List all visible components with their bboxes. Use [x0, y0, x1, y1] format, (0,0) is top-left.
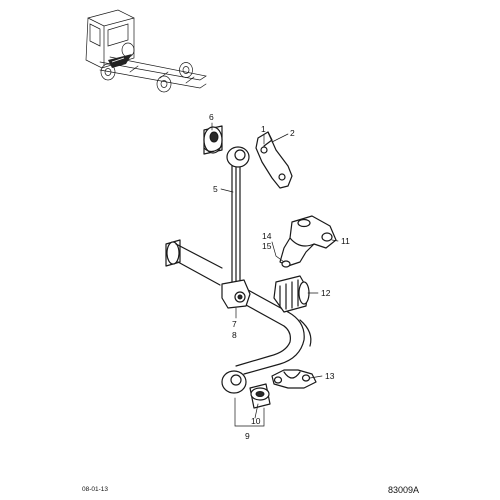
truck-locator-thumbnail	[85, 9, 207, 93]
bush-10	[249, 383, 271, 409]
callout-5: 5	[213, 184, 218, 194]
bush-6	[203, 125, 223, 155]
callout-6: 6	[209, 112, 214, 122]
callout-10: 10	[251, 416, 261, 426]
callout-11: 11	[341, 236, 350, 246]
callout-7: 7	[232, 319, 237, 329]
callout-labels: 6 1 2 5 14 15 11 12 7 8 13 10 9	[209, 112, 350, 441]
callout-8: 8	[232, 330, 237, 340]
callout-12: 12	[321, 288, 331, 298]
callout-2: 2	[290, 128, 295, 138]
clamp-bracket-11	[279, 215, 337, 268]
callout-9: 9	[245, 431, 250, 441]
clamp-13	[271, 369, 317, 389]
callout-15: 15	[262, 241, 272, 251]
bracket-1	[255, 131, 293, 189]
callout-14: 14	[262, 231, 272, 241]
footer-date: 08-01-13	[82, 486, 108, 493]
callout-1: 1	[261, 124, 266, 134]
figure-id: 83009A	[388, 485, 419, 495]
lower-eye-9	[221, 370, 247, 394]
link-rod	[221, 146, 251, 309]
leader-lines	[211, 122, 339, 427]
callout-13: 13	[325, 371, 335, 381]
rubber-bush-12	[273, 275, 310, 313]
